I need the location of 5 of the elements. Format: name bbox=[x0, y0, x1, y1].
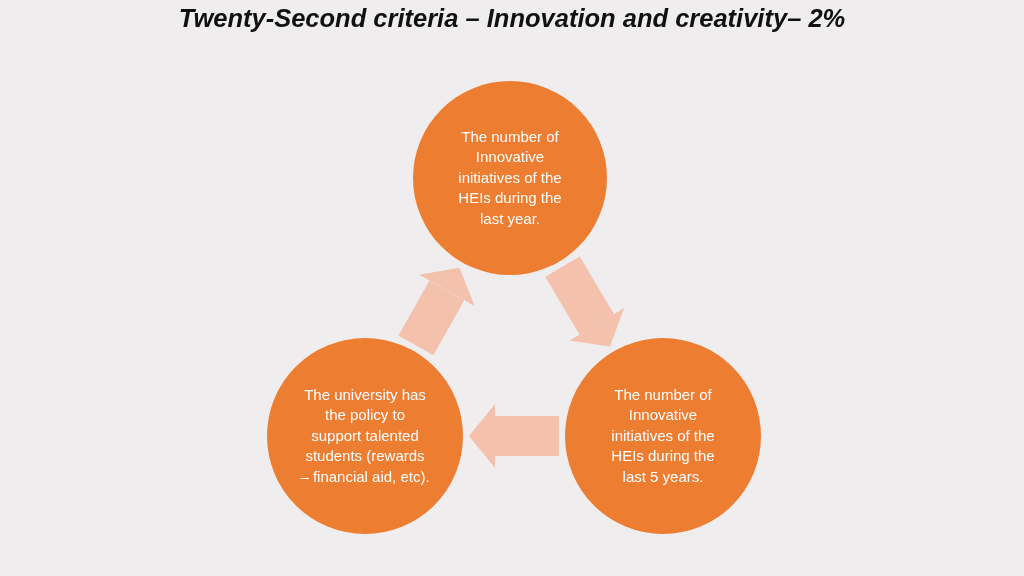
circle-text: The number of Innovative initiatives of the HEIs during the last year. bbox=[457, 126, 563, 229]
circle-text: The university has the policy to support talented students (rewards – financial aid, etc). bbox=[300, 384, 430, 487]
slide-title: Twenty-Second criteria – Innovation and creativity– 2% bbox=[178, 3, 846, 33]
block-arrow bbox=[469, 404, 559, 468]
circle-text: The number of Innovative initiatives of the HEIs during the last 5 years. bbox=[610, 384, 716, 487]
